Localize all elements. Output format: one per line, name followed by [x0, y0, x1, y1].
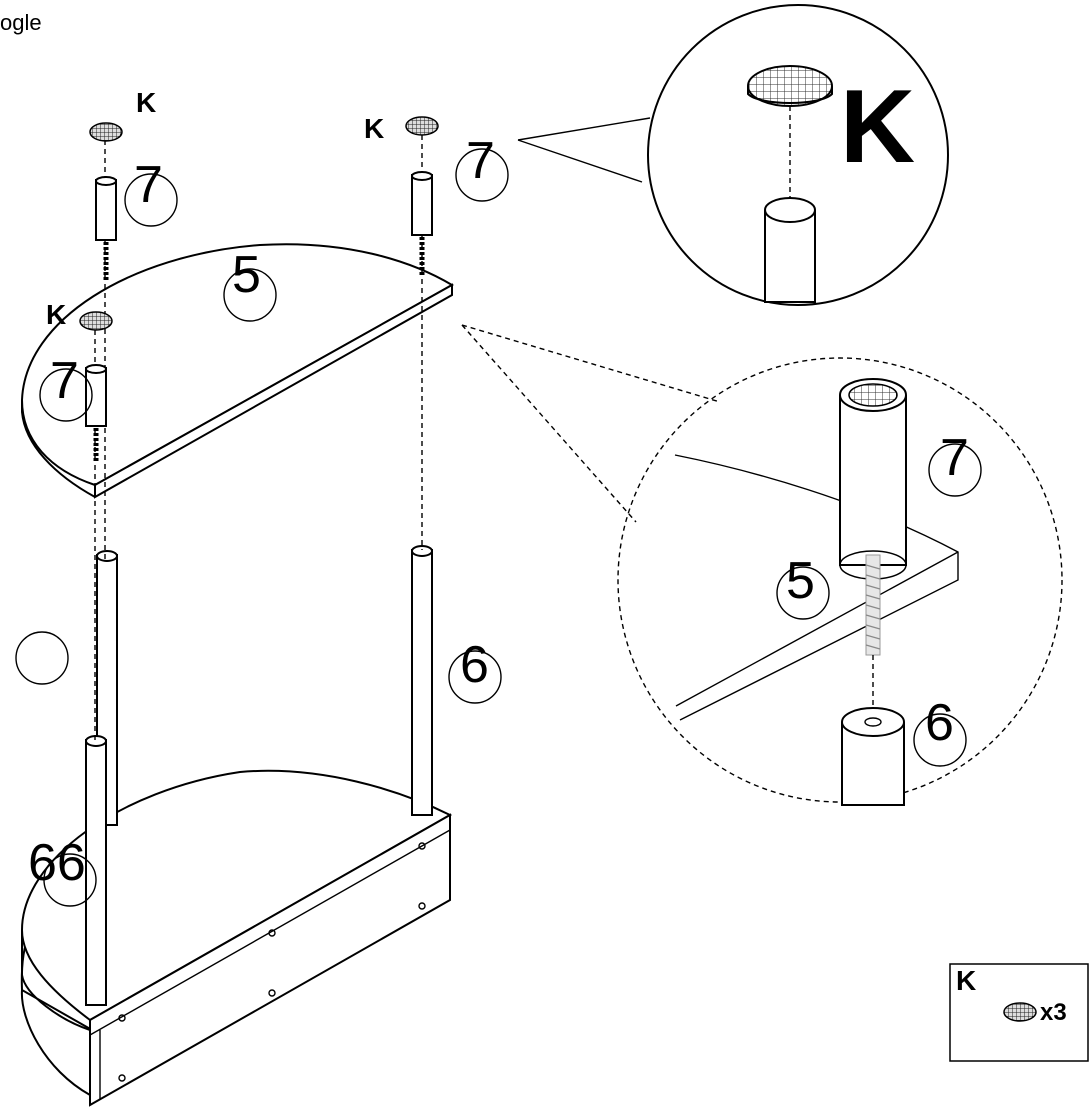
- label-k-2: K: [364, 113, 384, 144]
- bottom-screw-1: [118, 1014, 126, 1022]
- detail-top-k-label: K: [840, 69, 915, 185]
- detail-top-connector: [764, 210, 816, 303]
- connector-left-front: [85, 367, 107, 427]
- detail-top-callout: K: [517, 4, 949, 306]
- label-7-2: 7: [466, 132, 495, 190]
- detail-top-circle: [647, 4, 949, 306]
- label-k-1: K: [136, 87, 156, 118]
- bottom-base-slab: [20, 988, 94, 1097]
- detail-bottom-callout: 7 5 6: [461, 324, 1063, 806]
- bottom-front-panel: [89, 813, 451, 1107]
- detail-label-5: 5: [786, 552, 815, 610]
- legend-quantity: x3: [1040, 999, 1067, 1026]
- main-part-labels: K K K 7 7 7 5 6 66: [15, 87, 509, 907]
- connectors: [85, 171, 433, 462]
- post-right: [411, 549, 433, 816]
- bottom-screw-3: [268, 929, 276, 937]
- detail-shelf-outline: [674, 454, 959, 721]
- felt-pad-right: [405, 116, 439, 136]
- assembly-guides: [94, 135, 423, 740]
- bottom-screw-2: [118, 1074, 126, 1082]
- empty-callout: [15, 631, 69, 685]
- detail-label-7: 7: [940, 429, 969, 487]
- detail-bottom-circle: [617, 357, 1063, 803]
- connector-left-back: [95, 179, 117, 241]
- legend-part-label: K: [956, 965, 976, 996]
- connector-right: [411, 174, 433, 236]
- top-shelf-surface: [20, 243, 454, 487]
- label-6: 6: [460, 636, 489, 694]
- label-7-1: 7: [134, 156, 163, 214]
- detail-label-6: 6: [925, 694, 954, 752]
- header-cropped-text: ogle: [0, 10, 42, 35]
- label-66: 66: [28, 834, 86, 892]
- bottom-screw-6: [418, 902, 426, 910]
- bottom-front-edge-line: [89, 829, 451, 1036]
- felt-pads: [79, 116, 439, 331]
- detail-connector-7: [839, 395, 907, 566]
- label-5: 5: [232, 246, 261, 304]
- bottom-cabinet: [20, 769, 453, 1107]
- post-left-front: [85, 739, 107, 1006]
- bottom-shelf-edge: [21, 930, 91, 1031]
- top-shelf-round-edge: [21, 400, 96, 498]
- label-7-3: 7: [50, 352, 79, 410]
- felt-pad-left-back: [89, 122, 123, 142]
- felt-pad-left-front: [79, 311, 113, 331]
- label-k-3: K: [46, 299, 66, 330]
- legend-felt-pad-icon: [1003, 1002, 1037, 1022]
- top-shelf: [20, 243, 454, 499]
- posts: [85, 545, 433, 1006]
- bottom-screw-5: [418, 842, 426, 850]
- parts-legend: K x3: [949, 963, 1089, 1062]
- detail-post-6: [841, 722, 905, 806]
- bottom-screw-4: [268, 989, 276, 997]
